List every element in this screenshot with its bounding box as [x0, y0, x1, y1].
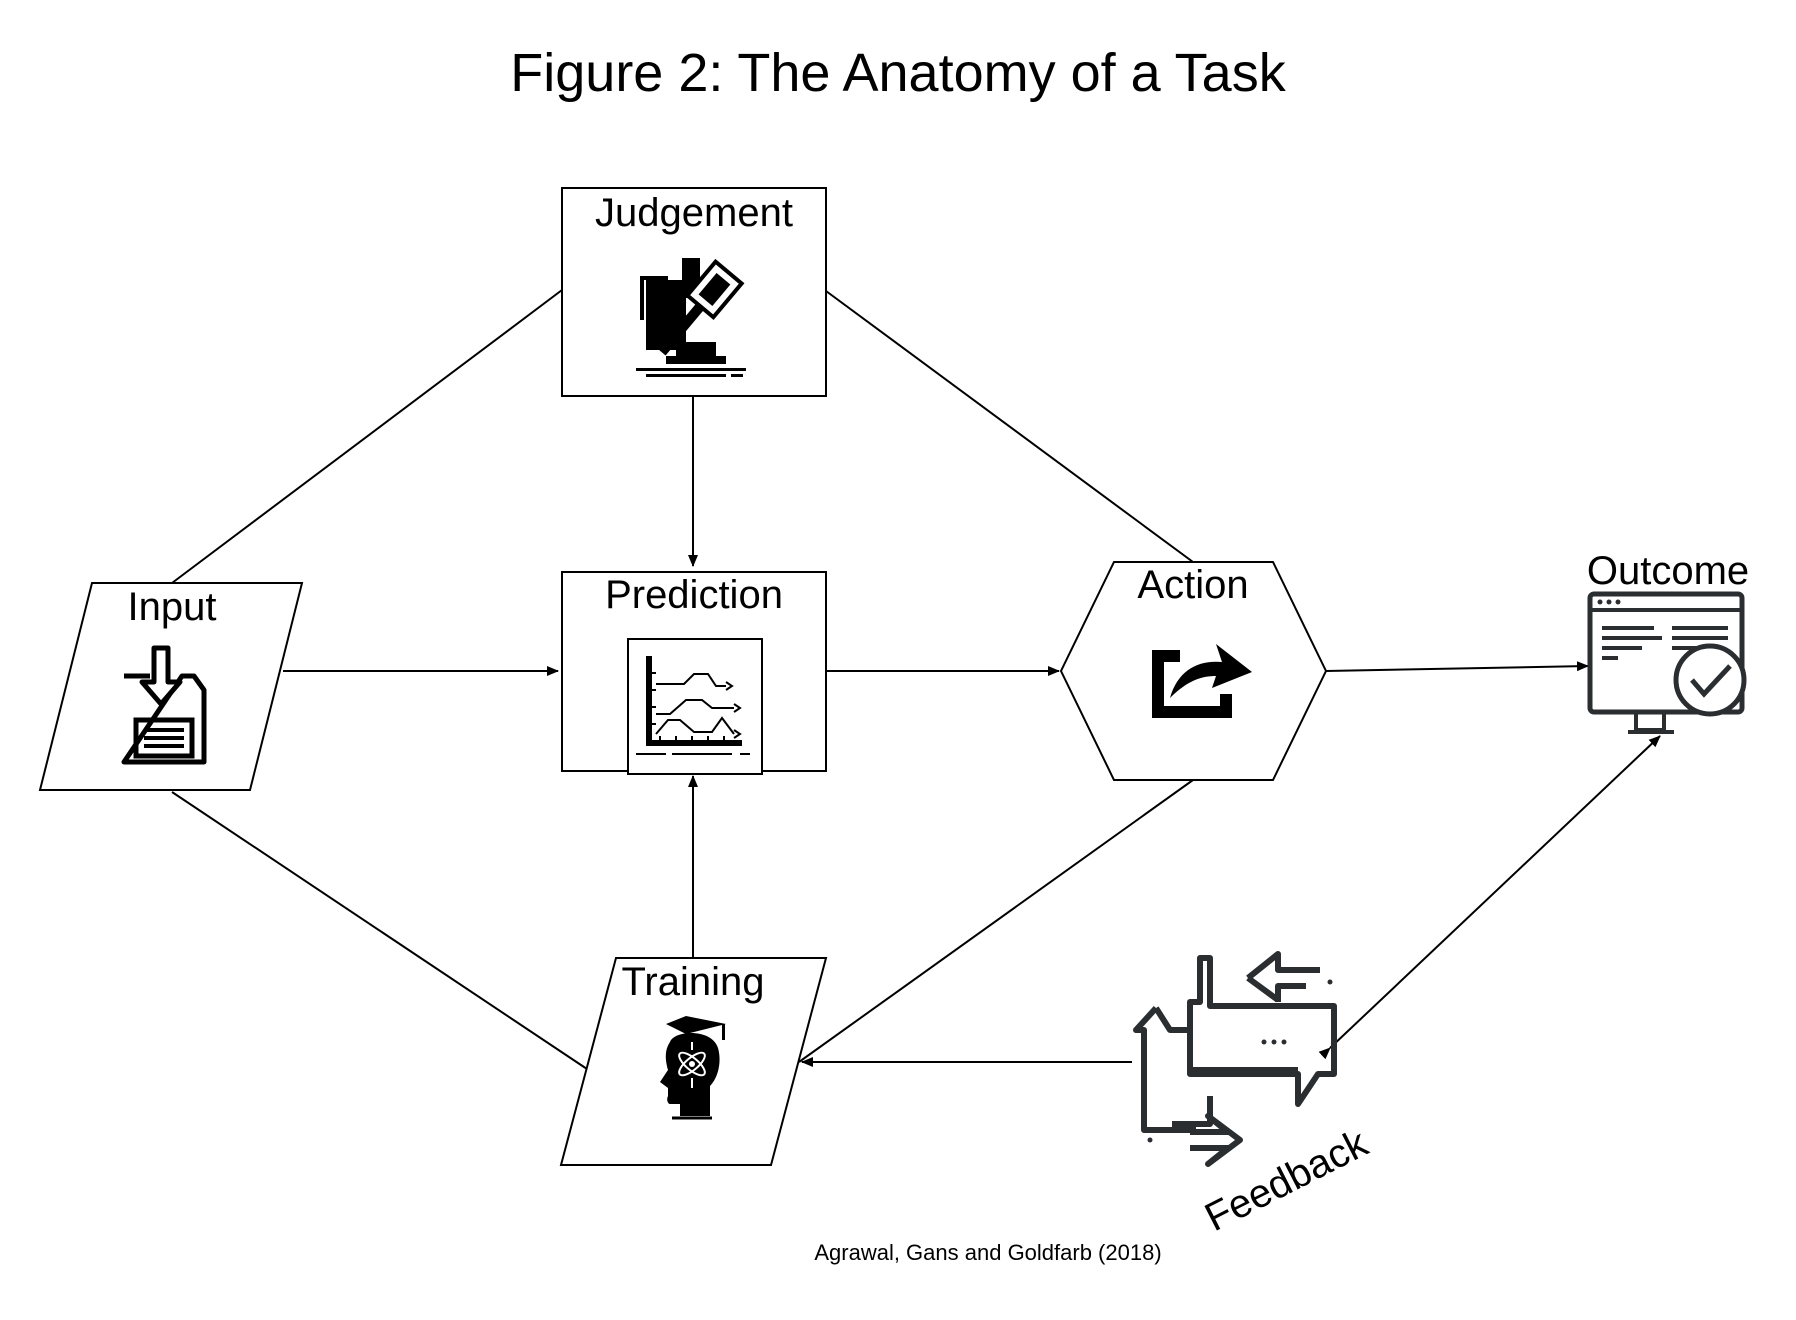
- training-node: Training: [559, 957, 828, 1166]
- brain-head-icon: [660, 1016, 726, 1120]
- save-download-icon: [121, 645, 207, 765]
- outcome-label: Outcome: [1587, 549, 1749, 593]
- input-node: Input: [38, 582, 304, 791]
- action-label: Action: [1137, 563, 1248, 607]
- chat-bubbles-icon: [1133, 951, 1337, 1167]
- gavel-icon: [636, 258, 746, 377]
- judgement-label: Judgement: [595, 191, 793, 235]
- edge-action-training: [798, 779, 1194, 1063]
- edge-input-judgement: [171, 289, 563, 584]
- edge-input-training: [171, 791, 588, 1070]
- share-icon: [1152, 644, 1252, 718]
- feedback-node: Feedback: [1133, 951, 1375, 1240]
- figure-title: Figure 2: The Anatomy of a Task: [510, 43, 1286, 103]
- monitor-check-icon: [1587, 591, 1747, 734]
- citation: Agrawal, Gans and Goldfarb (2018): [814, 1240, 1162, 1265]
- edge-judgement-action: [825, 290, 1194, 563]
- feedback-label: Feedback: [1198, 1121, 1375, 1240]
- judgement-node: Judgement: [561, 187, 827, 397]
- action-node: Action: [1059, 561, 1328, 781]
- prediction-label: Prediction: [605, 573, 783, 617]
- edge-action-outcome: [1325, 661, 1589, 672]
- outcome-node: Outcome: [1587, 549, 1749, 734]
- training-label: Training: [621, 960, 764, 1004]
- chart-icon: [627, 638, 763, 775]
- input-label: Input: [128, 585, 217, 629]
- edge-feedback-outcome: [1318, 735, 1661, 1060]
- prediction-node: Prediction: [561, 571, 827, 775]
